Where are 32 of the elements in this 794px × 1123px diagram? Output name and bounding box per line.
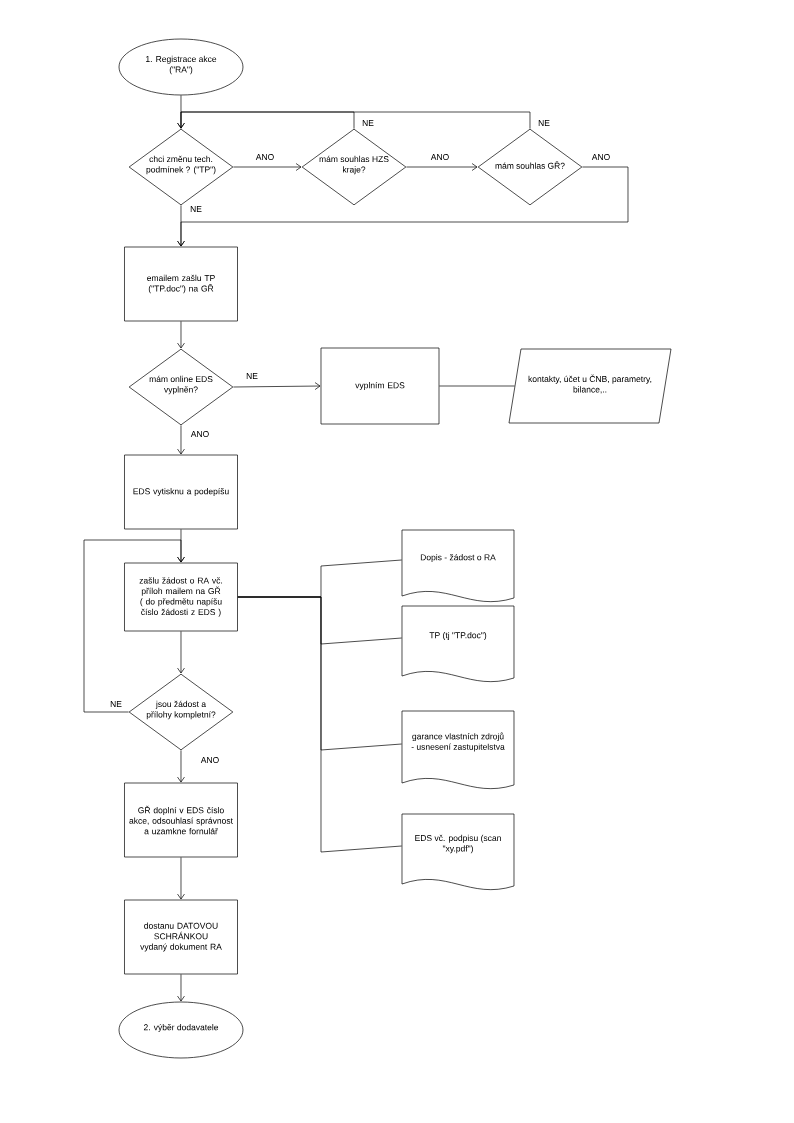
arrow xyxy=(233,163,302,171)
arrow xyxy=(177,857,185,900)
arrow xyxy=(177,166,629,247)
edge-label: ANO xyxy=(189,430,211,438)
process-box: EDS vytisknu a podepíšu xyxy=(124,454,238,530)
connector-line xyxy=(180,95,182,129)
data-parallelogram: kontakty, účet u ČNB, parametry, bilance,.. xyxy=(508,348,672,424)
edge-label: NE xyxy=(361,119,375,127)
arrow xyxy=(177,321,185,349)
arrow xyxy=(406,163,478,171)
edge-label: ANO xyxy=(590,153,612,161)
arrow xyxy=(177,750,185,783)
arrow xyxy=(177,111,531,129)
edge-label: ANO xyxy=(199,756,221,764)
process-box: GŘ doplní v EDS číslo akce, odsouhlasí správnost a uzamkne fornulář xyxy=(124,782,238,858)
process-box: emailem zašlu TP ("TP.doc") na GŘ xyxy=(124,246,238,322)
edge-label: ANO xyxy=(254,153,276,161)
edge-label: ANO xyxy=(429,153,451,161)
process-box: dostanu DATOVOU SCHRÁNKOU vydaný dokument RA xyxy=(124,899,238,975)
arrow xyxy=(177,425,185,455)
edge-label: NE xyxy=(245,372,259,380)
edge-label: NE xyxy=(189,205,203,213)
connector-line xyxy=(439,385,515,387)
arrow xyxy=(177,631,185,674)
process-box: vyplním EDS xyxy=(320,347,440,425)
process-box: zašlu žádost o RA vč. příloh mailem na GŘ ( do předmětu napíšu číslo žádosti z EDS ) xyxy=(124,562,238,632)
arrow xyxy=(233,382,321,390)
arrow xyxy=(83,539,185,713)
edge-label: NE xyxy=(109,700,123,708)
arrow xyxy=(177,974,185,1002)
connector-line xyxy=(237,596,402,853)
edge-label: NE xyxy=(537,119,551,127)
